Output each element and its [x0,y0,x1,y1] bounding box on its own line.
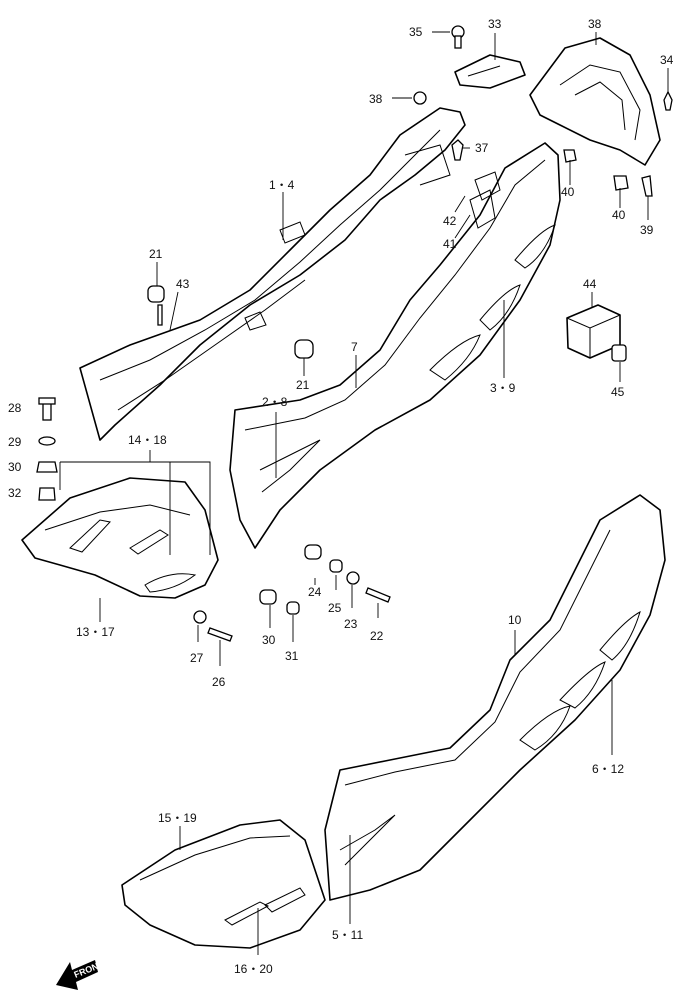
callout-6-12: 6・12 [592,762,624,776]
callout-13-17: 13・17 [76,625,115,639]
callout-22: 22 [370,629,384,643]
callout-26: 26 [212,675,226,689]
callout-23: 23 [344,617,358,631]
part-collar-45 [611,344,627,362]
front-label: FRONT [73,959,106,980]
callout-37: 37 [475,141,489,155]
callout-21: 21 [149,247,163,261]
callout-15-19: 15・19 [158,811,197,825]
callout-3-9: 3・9 [490,381,516,395]
part-lower-cover-rear [121,819,326,949]
callout-25: 25 [328,601,342,615]
callout-29: 29 [8,435,22,449]
callout-34: 34 [660,53,674,67]
leader-lines [59,31,669,955]
callout-30: 30 [8,460,22,474]
callout-30-lower: 30 [262,633,276,647]
part-side-cover-lower [324,494,666,901]
callout-38: 38 [588,17,602,31]
callout-27: 27 [190,651,204,665]
callout-38-lower: 38 [369,92,383,106]
callout-32: 32 [8,486,22,500]
callout-40: 40 [561,185,575,199]
callout-45: 45 [611,385,625,399]
callout-24: 24 [308,585,322,599]
callout-28: 28 [8,401,22,415]
part-side-cover-upper [229,142,561,549]
callout-44: 44 [583,277,597,291]
callout-40-right: 40 [612,208,626,222]
callout-43: 43 [176,277,190,291]
part-lower-cover-front [21,477,219,599]
callout-1-4: 1・4 [269,178,295,192]
part-bracket-33 [454,54,526,89]
callout-33: 33 [488,17,502,31]
callout-5-11: 5・11 [332,928,363,942]
callout-10: 10 [508,613,522,627]
callout-labels: 35 33 38 34 38 37 1・4 40 40 39 42 41 21 … [8,17,674,976]
callout-41: 41 [443,237,457,251]
callout-35: 35 [409,25,423,39]
part-frame-cover-upper [79,107,466,441]
hardware-group [36,25,673,642]
callout-21-lower: 21 [296,378,310,392]
callout-42: 42 [443,214,457,228]
callout-2-8: 2・8 [262,395,288,409]
front-direction-arrow-icon: FRONT [56,959,106,990]
callout-31: 31 [285,649,299,663]
callout-39: 39 [640,223,654,237]
callout-14-18: 14・18 [128,433,167,447]
callout-16-20: 16・20 [234,962,273,976]
part-grab-rail [529,37,661,166]
callout-7: 7 [351,340,358,354]
